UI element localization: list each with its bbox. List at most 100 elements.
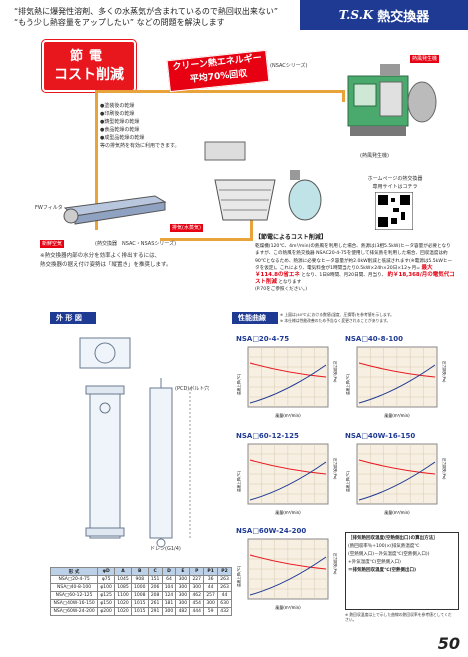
series-line	[249, 364, 327, 404]
chart-title: NSA□60-12-125	[236, 432, 299, 440]
col-header: A	[114, 567, 132, 576]
use-item: ●塗装後の乾燥	[100, 103, 135, 109]
series-line	[358, 459, 436, 475]
performance-header: 性能曲線	[232, 312, 278, 324]
chart-title: NSA□20-4-75	[236, 335, 290, 343]
y2-axis-label: 圧力損失(Pa)	[442, 361, 447, 383]
chart-plot: 風量(m³/min)温度上昇(℃)圧力損失(Pa)	[345, 346, 447, 418]
series-line	[249, 554, 327, 570]
drain-note-1: ※熱交換器内部の水分を効率よく排出するには、	[40, 253, 161, 259]
cost-body: 乾燥機(120℃、4m³/min)の熱風を利用した場合、熱源は(3相5.5kW)…	[255, 244, 453, 271]
energy-saving-badge: 節電 コスト削減	[42, 40, 136, 92]
brand-logo: T.S.K	[338, 8, 374, 22]
table-cell: 454	[189, 599, 205, 608]
duct-line-top	[95, 90, 345, 93]
x-axis-label: 風量(m³/min)	[275, 412, 301, 418]
homepage-line-1: ホームページの熱交換器	[367, 176, 423, 182]
series-line	[249, 461, 327, 501]
x-axis-label: 風量(m³/min)	[275, 604, 301, 610]
table-cell: 44	[203, 583, 219, 592]
uses-list: ●塗装後の乾燥 ●印刷後の乾燥 ●鋳型乾燥の乾燥 ●食品乾燥の乾燥 ●成型品乾燥…	[100, 102, 180, 150]
cost-tail-2: (P.70をご参照ください。)	[255, 287, 307, 293]
table-cell: 300	[189, 583, 205, 592]
chart-plot: 風量(m³/min)温度上昇(℃)圧力損失(Pa)	[345, 443, 447, 515]
dryer-illustration	[204, 141, 322, 221]
table-cell: 1000	[130, 583, 149, 592]
uses-tail: 等の排気熱を有効に利用できます。	[100, 143, 180, 149]
col-header: P1	[203, 567, 219, 576]
formula-line-4: ＝排気熱回収温度℃(空熱側出口)	[348, 568, 417, 573]
table-cell: 257	[203, 591, 219, 600]
nsac-label: (NSACシリーズ)	[270, 63, 308, 69]
y-axis-label: 温度上昇(℃)	[236, 373, 241, 395]
brand-title: 熱交換器	[377, 9, 430, 25]
x-axis-label: 風量(m³/min)	[384, 412, 410, 418]
duct-line-right	[342, 90, 345, 102]
outer-dimension-header: 外 形 図	[50, 312, 96, 324]
homepage-line-2: 専用サイトはコチラ	[372, 184, 418, 190]
table-cell: φ200	[97, 607, 116, 616]
badge-line-2: コスト削減	[54, 67, 124, 83]
header-line-2: “もう少し熱容量をアップしたい” などの問題を解決します	[14, 18, 225, 27]
homepage-label: ホームページの熱交換器 専用サイトはコチラ	[355, 175, 435, 191]
table-cell: NSA□40W-16-150	[49, 599, 99, 608]
table-cell: NSA□20-4-75	[49, 575, 99, 584]
drain-label: ドレン(G1/4)	[150, 546, 181, 552]
table-cell: 300	[175, 583, 191, 592]
table-cell: 59	[203, 607, 219, 616]
outer-dimension-drawing	[79, 337, 191, 548]
table-cell: 462	[189, 591, 205, 600]
formula-line-2: (空熱側入口)－外気温度℃(空熱側入口))	[348, 552, 430, 557]
col-header: B	[130, 567, 149, 576]
table-cell: 181	[161, 599, 177, 608]
drain-note-2: 熱交換器の据え付け姿勢は「縦置き」を推奨します。	[40, 262, 172, 268]
table-cell: φ75	[97, 575, 116, 584]
table-cell: 104	[161, 583, 177, 592]
clean-energy-banner: クリーン熱エネルギー 平均70%回収	[166, 49, 270, 93]
drain-note: ※熱交換器内部の水分を効率よく排出するには、 熱交換器の据え付け姿勢は「縦置き」…	[40, 252, 171, 270]
heat-source-tag: 熱風発生機	[410, 55, 440, 63]
outer-title: 外 形 図	[56, 314, 82, 322]
table-cell: 482	[175, 607, 191, 616]
flange-label: (PCD)ボルト穴	[175, 386, 210, 392]
col-header: P	[189, 567, 205, 576]
table-cell: 444	[189, 607, 205, 616]
chart-title: NSA□40-8-100	[345, 335, 403, 343]
table-cell: 300	[175, 575, 191, 584]
fw-filter-label: FWフィルタ	[35, 205, 63, 211]
qr-code-icon[interactable]	[375, 192, 413, 230]
table-cell: 300	[161, 607, 177, 616]
table-cell: 261	[147, 599, 163, 608]
table-cell: 300	[175, 591, 191, 600]
series-line	[249, 459, 327, 475]
table-cell: NSA□40-8-100	[49, 583, 99, 592]
series-line	[358, 364, 436, 404]
table-cell: φ100	[97, 583, 116, 592]
series-line	[358, 461, 436, 501]
table-cell: 432	[217, 607, 232, 616]
table-cell: 36	[203, 575, 219, 584]
table-cell: NSA□60-12-125	[49, 591, 99, 600]
use-item: ●鋳型乾燥の乾燥	[100, 119, 140, 125]
cost-title: 【節電によるコスト削減】	[255, 234, 327, 241]
col-header: C	[147, 567, 163, 576]
intake-tag: 新鮮空気	[40, 240, 65, 248]
table-cell: 300	[203, 599, 219, 608]
y-axis-label: 温度上昇(℃)	[236, 470, 241, 492]
table-cell: NSA□60W-24-200	[49, 607, 99, 616]
formula-line-1: (熱回収率％÷100)×(排気熱温度℃	[348, 544, 420, 549]
cost-tail: となります	[278, 280, 302, 286]
table-cell: 1008	[130, 591, 149, 600]
table-cell: 630	[217, 599, 232, 608]
y2-axis-label: 圧力損失(Pa)	[333, 458, 338, 480]
use-item: ●印刷後の乾燥	[100, 111, 135, 117]
table-cell: 1045	[114, 575, 132, 584]
cost-highlight-1: 最大￥114.8の省エネ	[255, 264, 433, 279]
chart-plot: 風量(m³/min)温度上昇(℃)圧力損失(Pa)	[236, 538, 338, 610]
